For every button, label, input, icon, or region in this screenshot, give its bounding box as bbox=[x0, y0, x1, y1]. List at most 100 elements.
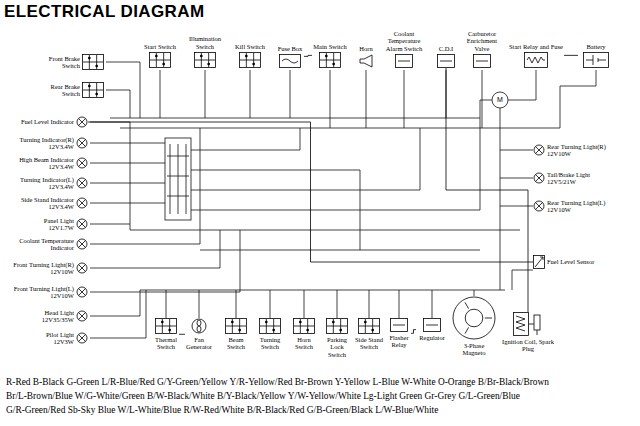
label-group: Side Stand Switch bbox=[355, 336, 383, 351]
label-group: Beam Switch bbox=[222, 336, 250, 351]
component-name: Illumination Switch bbox=[183, 35, 227, 50]
component-name: Fuel Level Sensor bbox=[547, 258, 603, 265]
component: Fuel Level Sensor bbox=[533, 255, 603, 269]
rating-label: 12V3.4W bbox=[10, 183, 74, 190]
label-group: Tail/Brake Light12V5/21W bbox=[547, 171, 611, 186]
rating-label: 12V3.4W bbox=[10, 203, 74, 210]
component-name: 3-Phase Magneto bbox=[454, 342, 494, 357]
label-group: 3-Phase Magneto bbox=[454, 342, 494, 357]
sw-symbol bbox=[259, 318, 281, 334]
component: Horn Switch bbox=[290, 318, 318, 351]
label-group: Front Turning Light(R)12V10W bbox=[10, 261, 74, 276]
wire-color-code: G/R-Green/Red Sb-Sky Blue W/L-White/Blue… bbox=[6, 405, 438, 416]
component: High Beam Indicator12V3.4W bbox=[10, 156, 88, 171]
lamp-symbol bbox=[76, 177, 88, 189]
component-name: Side Stand Indicator bbox=[10, 196, 74, 203]
component: Ignition Coil, Spark Plug bbox=[500, 312, 556, 353]
label-group: High Beam Indicator12V3.4W bbox=[10, 156, 74, 171]
wire-connector bbox=[411, 330, 416, 334]
sw-symbol bbox=[82, 54, 104, 70]
component: Tail/Brake Light12V5/21W bbox=[533, 171, 611, 186]
component: Parking Lock Switch bbox=[322, 318, 352, 358]
component: Rear Brake Switch bbox=[40, 82, 104, 98]
label-group: Fan Generator bbox=[185, 336, 213, 351]
label-group: Horn Switch bbox=[290, 336, 318, 351]
lamp-symbol bbox=[533, 144, 545, 156]
label-group: Flasher Relay bbox=[387, 334, 411, 349]
lamp-symbol bbox=[533, 200, 545, 212]
lamp-symbol bbox=[533, 172, 545, 184]
label-group: Turning Switch bbox=[255, 336, 285, 351]
rating-label: 12V35/35W bbox=[10, 316, 74, 323]
sw-symbol bbox=[239, 52, 261, 68]
sw-symbol bbox=[293, 318, 315, 334]
component-name: High Beam Indicator bbox=[10, 156, 74, 163]
label-group: Pilot Light12V3W bbox=[10, 331, 74, 346]
component-name: Rear Turning Light(R) bbox=[547, 143, 611, 150]
rating-label: 12V3.4W bbox=[10, 163, 74, 170]
label-group: Main Switch bbox=[312, 43, 348, 50]
component-name: Fuse Box bbox=[276, 45, 304, 52]
lamp-symbol bbox=[76, 332, 88, 344]
sw-symbol bbox=[326, 318, 348, 334]
component-name: Ignition Coil, Spark Plug bbox=[500, 338, 556, 353]
box-symbol bbox=[390, 318, 408, 332]
label-group: Front Brake Switch bbox=[40, 55, 80, 70]
label-group: Front Turning Light(L)12V10W bbox=[10, 285, 74, 300]
component-name: Regulator bbox=[416, 334, 448, 341]
box-symbol bbox=[473, 54, 491, 68]
component: Regulator bbox=[416, 318, 448, 341]
component: Kill Switch bbox=[233, 43, 267, 68]
component: Beam Switch bbox=[222, 318, 250, 351]
wire bbox=[130, 230, 520, 250]
component: Front Brake Switch bbox=[40, 54, 104, 70]
component-name: Horn Switch bbox=[290, 336, 318, 351]
fuse-symbol bbox=[279, 54, 301, 68]
rating-label: 12V3.4W bbox=[10, 143, 74, 150]
component-name: Parking Lock Switch bbox=[322, 336, 352, 358]
component-name: Front Turning Light(R) bbox=[10, 261, 74, 268]
component: Side Stand Indicator12V3.4W bbox=[10, 196, 88, 211]
component-name: Beam Switch bbox=[222, 336, 250, 351]
component-name: Turning Indicator(R) bbox=[10, 136, 74, 143]
label-group: Rear Turning Light(R)12V10W bbox=[547, 143, 611, 158]
component: Flasher Relay bbox=[387, 318, 411, 349]
component-name: Battery bbox=[578, 43, 614, 50]
component: Fan Generator bbox=[185, 318, 213, 351]
rating-label: 12V10W bbox=[547, 206, 611, 213]
component: Coolant Temperature Indicator bbox=[10, 237, 88, 252]
label-group: Thermal Switch bbox=[153, 336, 179, 351]
wire bbox=[110, 118, 520, 128]
wire-connector bbox=[304, 55, 312, 56]
component: Side Stand Switch bbox=[355, 318, 383, 351]
component-name: Front Brake Switch bbox=[40, 55, 80, 70]
label-group: Turning Indicator(R)12V3.4W bbox=[10, 136, 74, 151]
label-group: Carburetor Enrichment Valve bbox=[460, 30, 504, 52]
component: Start Switch bbox=[142, 43, 178, 68]
label-group: Parking Lock Switch bbox=[322, 336, 352, 358]
bat-symbol bbox=[583, 52, 609, 68]
component-name: Horn bbox=[356, 45, 376, 52]
component-name: Rear Brake Switch bbox=[40, 83, 80, 98]
rating-label: 12V10W bbox=[10, 268, 74, 275]
label-group: Fuel Level Sensor bbox=[547, 258, 603, 265]
wire-color-code: R-Red B-Black G-Green L/R-Blue/Red G/Y-G… bbox=[6, 377, 549, 388]
component: Turning Switch bbox=[255, 318, 285, 351]
label-group: Turning Indicator(L)12V3.4W bbox=[10, 176, 74, 191]
component: Carburetor Enrichment Valve bbox=[460, 30, 504, 68]
component-name: Head Light bbox=[10, 309, 74, 316]
wire bbox=[140, 290, 505, 318]
box-symbol bbox=[423, 318, 441, 332]
wire-connector bbox=[564, 55, 578, 56]
connector-block bbox=[165, 138, 191, 220]
component: Fuse Box bbox=[276, 45, 304, 68]
component-name: Turning Indicator(L) bbox=[10, 176, 74, 183]
component-name: Carburetor Enrichment Valve bbox=[460, 30, 504, 52]
component-name: Thermal Switch bbox=[153, 336, 179, 351]
component-name: Tail/Brake Light bbox=[547, 171, 611, 178]
component-name: Coolant Temperature Indicator bbox=[10, 237, 74, 252]
label-group: Coolant Temperature Alarm Switch bbox=[379, 30, 429, 52]
label-group: Coolant Temperature Indicator bbox=[10, 237, 74, 252]
sw-symbol bbox=[225, 318, 247, 334]
sw-symbol bbox=[319, 52, 341, 68]
